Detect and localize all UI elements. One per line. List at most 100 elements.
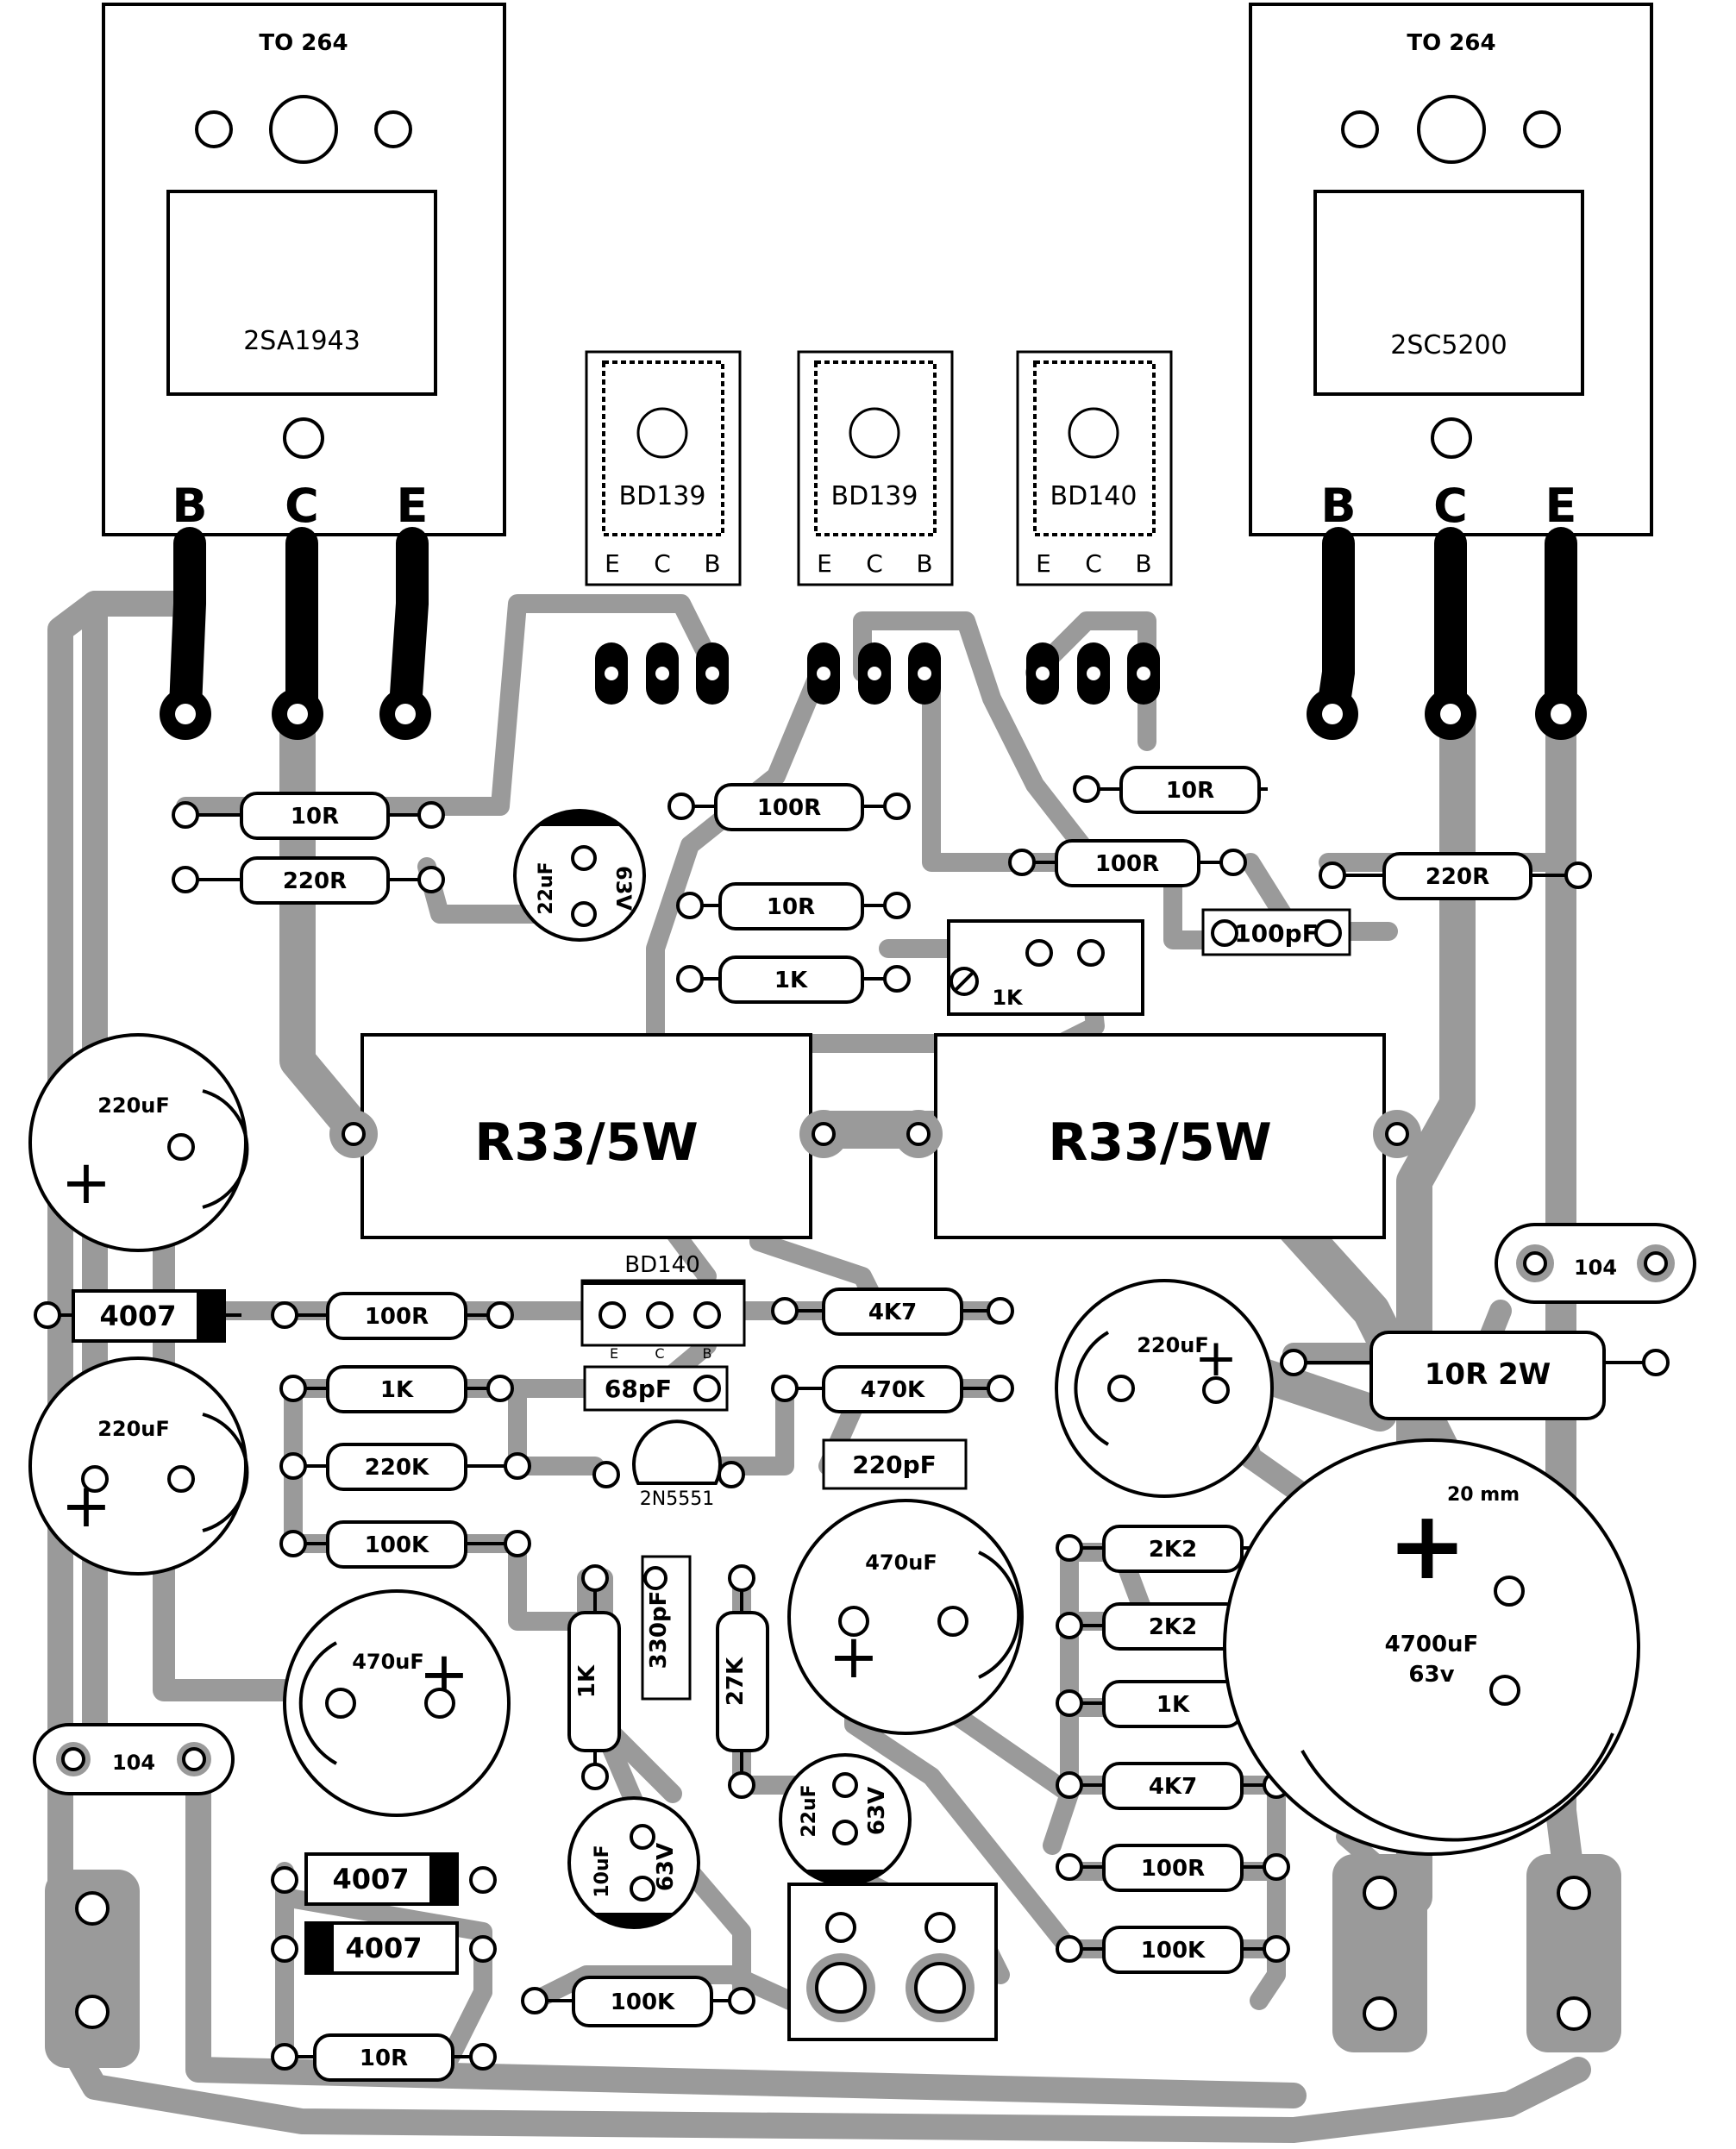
pin-label-e: E [1036, 549, 1051, 578]
pin-label-e: E [817, 549, 832, 578]
svg-text:1K: 1K [380, 1377, 414, 1403]
capacitor-22uf-top: 22uF 63V [513, 809, 646, 942]
package-label: TO 264 [1407, 30, 1495, 56]
resistor-100r-d: 100R [1056, 1844, 1290, 1892]
resistor-10r-b: 10R [676, 882, 911, 930]
resistor-100r-b: 100R [1008, 839, 1247, 887]
resistor-27k-vertical: 27K [716, 1564, 769, 1799]
svg-text:1K: 1K [574, 1664, 600, 1698]
capacitor-220uf-c: 220uF + [1055, 1279, 1274, 1498]
electrolytic-capacitors: 22uF 63V 220uF + 220uF + 220uF + [28, 809, 1640, 1929]
output-resistor-label: 10R 2W [1425, 1357, 1551, 1392]
svg-text:63v: 63v [1408, 1662, 1454, 1688]
svg-text:68pF: 68pF [605, 1375, 672, 1403]
svg-text:+: + [61, 1147, 112, 1218]
power-pad-middle [1363, 1876, 1397, 2031]
svg-text:104: 104 [112, 1751, 155, 1775]
pin-label-b: B [916, 549, 932, 578]
small-capacitors: 100pF 68pF 220pF 330pF 104 104 [33, 908, 1696, 1795]
resistor-10r-d: 10R [271, 2033, 497, 2082]
capacitor-22uf-bottom: 22uF 63V [779, 1753, 912, 1886]
pin-label-e: E [1545, 479, 1577, 533]
resistor-100r-a: 100R [667, 783, 911, 831]
emitter-resistor-left-label: R33/5W [474, 1112, 699, 1173]
svg-text:B: B [703, 1345, 712, 1362]
svg-text:2K2: 2K2 [1149, 1614, 1197, 1640]
svg-text:100R: 100R [1095, 851, 1159, 877]
svg-text:4007: 4007 [345, 1932, 422, 1964]
capacitor-104-b: 104 [33, 1723, 235, 1795]
diode-4007-c: 4007 [271, 1921, 497, 1975]
svg-text:100K: 100K [611, 1989, 675, 2015]
svg-text:22uF: 22uF [536, 861, 557, 914]
resistor-100k-b: 100K [1056, 1926, 1290, 1974]
pin-label-b: B [704, 549, 720, 578]
svg-text:220K: 220K [365, 1455, 429, 1481]
part-label: BD139 [619, 481, 706, 511]
pin-label-e: E [605, 549, 620, 578]
resistor-100r-c: 100R [271, 1292, 514, 1340]
part-label: BD140 [1050, 481, 1137, 511]
emitter-resistor-right-label: R33/5W [1048, 1112, 1272, 1173]
capacitor-470uf-a: 470uF + [283, 1589, 511, 1817]
vas-transistor: BD140 E C B [580, 1252, 746, 1362]
svg-text:10R: 10R [1166, 778, 1214, 804]
driver-transistor-1: BD139 E C B [585, 350, 742, 705]
resistor-100k-a: 100K [279, 1520, 531, 1569]
svg-text:+: + [1388, 1490, 1467, 1601]
svg-text:220uF: 220uF [97, 1093, 170, 1118]
input-transistor-label: 2N5551 [640, 1488, 714, 1510]
svg-text:470K: 470K [861, 1377, 925, 1403]
emitter-resistor-right: R33/5W [894, 1033, 1421, 1239]
svg-text:4700uF: 4700uF [1385, 1632, 1479, 1657]
resistor-10r-2w: 10R 2W [1280, 1331, 1670, 1420]
svg-text:4007: 4007 [99, 1300, 176, 1332]
resistor-10r-c: 10R [1073, 766, 1268, 814]
resistor-4k7-a: 4K7 [771, 1288, 1014, 1336]
resistor-1k-vertical: 1K [567, 1564, 621, 1790]
svg-text:C: C [655, 1345, 664, 1362]
svg-text:220R: 220R [283, 868, 347, 894]
svg-text:4K7: 4K7 [1149, 1774, 1197, 1800]
svg-text:10uF: 10uF [592, 1845, 613, 1897]
pin-label-b: B [1320, 479, 1356, 533]
driver-transistor-2: BD139 E C B [797, 350, 954, 705]
svg-text:10R: 10R [767, 894, 815, 920]
pin-label-c: C [285, 479, 319, 533]
svg-text:4K7: 4K7 [868, 1300, 917, 1325]
resistor-10r-a: 10R [172, 792, 445, 840]
svg-text:220uF: 220uF [1137, 1333, 1209, 1357]
svg-text:470uF: 470uF [865, 1551, 937, 1575]
capacitor-220uf-b: 220uF + [28, 1356, 249, 1576]
svg-text:10R: 10R [291, 804, 339, 830]
diode-4007-b: 4007 [271, 1852, 497, 1906]
svg-text:100K: 100K [1141, 1938, 1206, 1964]
resistor-1k-b: 1K [279, 1365, 514, 1413]
svg-text:10R: 10R [360, 2046, 408, 2071]
svg-text:100pF: 100pF [1234, 919, 1319, 948]
package-label: TO 264 [259, 30, 348, 56]
svg-text:63V: 63V [611, 866, 636, 911]
trimmer-1k: 1K [947, 919, 1144, 1016]
capacitor-470uf-b: 470uF + [787, 1499, 1024, 1735]
vas-label: BD140 [624, 1252, 699, 1278]
resistor-4k7-b: 4K7 [1056, 1762, 1290, 1810]
diode-4007-a: 4007 [34, 1289, 241, 1343]
svg-text:22uF: 22uF [799, 1784, 820, 1837]
resistor-220k: 220K [279, 1443, 531, 1491]
svg-text:63V: 63V [864, 1787, 890, 1835]
svg-text:4007: 4007 [332, 1863, 409, 1895]
svg-text:100R: 100R [365, 1304, 429, 1330]
resistor-1k-a: 1K [676, 955, 911, 1004]
terminals [75, 1876, 1591, 2041]
capacitor-220pf: 220pF [822, 1438, 968, 1490]
svg-text:220pF: 220pF [852, 1450, 937, 1479]
resistor-220r-a: 220R [172, 856, 445, 905]
svg-text:100K: 100K [365, 1532, 429, 1558]
diodes: 4007 4007 4007 [34, 1289, 497, 1975]
capacitor-4700uf: 20 mm + 4700uF 63v [1223, 1438, 1640, 1856]
svg-text:220R: 220R [1426, 864, 1489, 890]
pin-label-b: B [172, 479, 207, 533]
svg-text:330pF: 330pF [646, 1591, 672, 1670]
